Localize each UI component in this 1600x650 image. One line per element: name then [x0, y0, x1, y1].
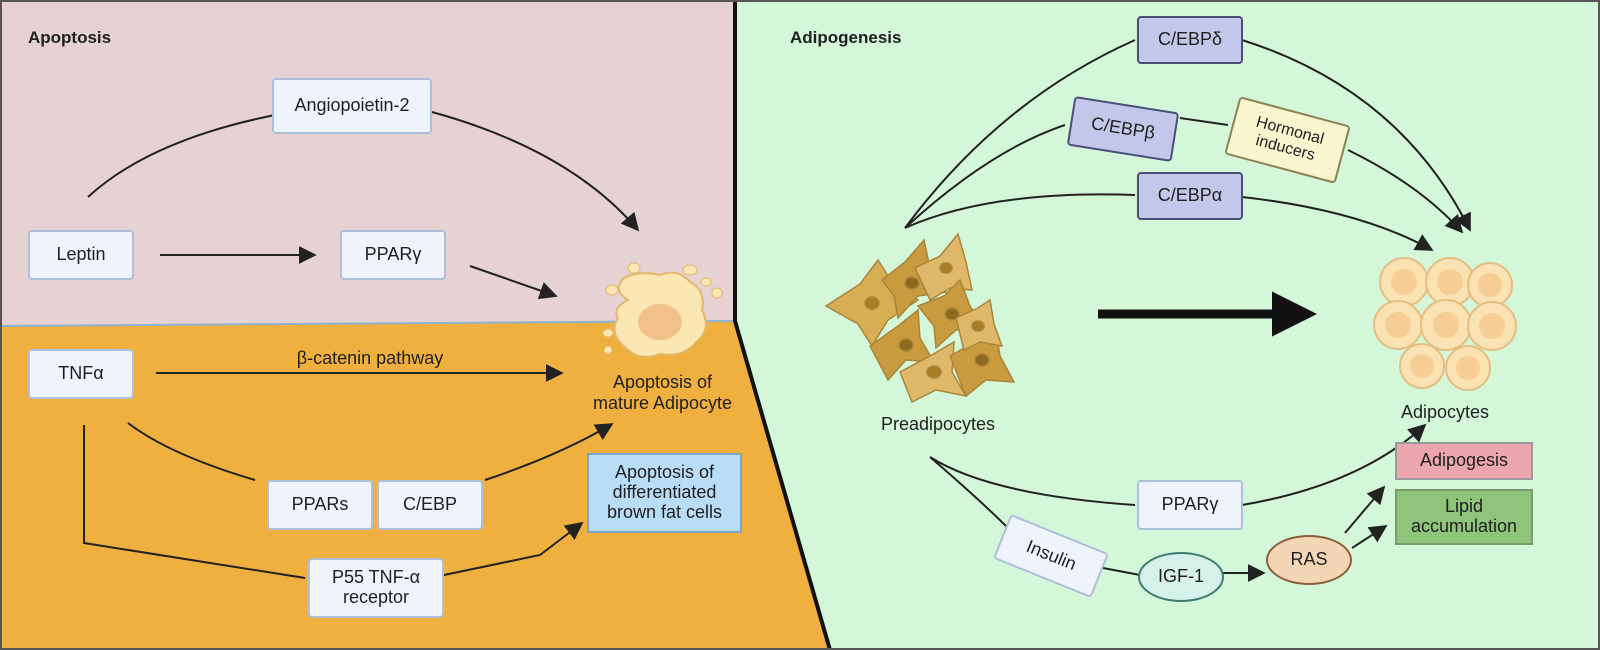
- igf-1-node: IGF-1: [1138, 552, 1224, 602]
- lipid-accumulation-box: Lipid accumulation: [1395, 489, 1533, 545]
- adipocytes-cells-icon: [1373, 257, 1517, 391]
- apoptosis-mature-adipocyte-label: Apoptosis of mature Adipocyte: [592, 372, 733, 413]
- panel-divider-line: [733, 0, 832, 650]
- beta-catenin-pathway-label: β-catenin pathway: [296, 348, 444, 368]
- angiopoietin-2-node: Angiopoietin-2: [272, 78, 432, 134]
- ppar-gamma-apoptosis-node: PPARγ: [340, 230, 446, 280]
- preadipocytes-label: Preadipocytes: [880, 414, 996, 434]
- apoptotic-adipocyte-icon: [602, 262, 723, 358]
- line-cebp-beta-to-hormonal: [1179, 117, 1229, 126]
- arrow-cebp-alpha-to-adipocytes: [1241, 196, 1434, 251]
- cebp-alpha-node: C/EBPα: [1137, 172, 1243, 220]
- line-pre-to-insulin: [929, 456, 1011, 531]
- arrow-ras-to-lipid: [1351, 525, 1388, 549]
- arrow-tnf-to-ppars: [127, 422, 256, 481]
- ppars-node: PPARs: [267, 480, 373, 530]
- adipocytes-label: Adipocytes: [1400, 402, 1490, 422]
- apoptosis-title: Apoptosis: [28, 28, 112, 47]
- arrow-angiopoietin-to-apoptosis: [431, 111, 640, 232]
- arrow-cebp-delta-to-adipocytes: [1241, 39, 1471, 232]
- arrow-ras-to-adipogesis: [1344, 485, 1386, 534]
- tnf-alpha-node: TNFα: [28, 349, 134, 399]
- adipogesis-box: Adipogesis: [1395, 442, 1533, 480]
- ras-node: RAS: [1266, 535, 1352, 585]
- arrow-ppar-lower-to-adipocytes: [1241, 423, 1427, 506]
- arrow-pre-cebp-alpha-left: [904, 193, 1136, 229]
- apoptosis-band-divider: [0, 320, 736, 327]
- arrow-p55-to-brown: [443, 521, 584, 576]
- preadipocytes-cells-icon: [824, 232, 1016, 404]
- arrow-pre-to-ppar-lower: [929, 456, 1136, 506]
- cebp-delta-node: C/EBPδ: [1137, 16, 1243, 64]
- arrow-hormonal-to-adipocytes: [1347, 149, 1464, 234]
- c-ebp-node: C/EBP: [377, 480, 483, 530]
- arrow-angiopoietin-curve-left: [87, 114, 276, 198]
- apoptosis-brown-fat-box: Apoptosis of differentiated brown fat ce…: [587, 453, 742, 533]
- arrow-tnf-to-p55: [83, 425, 306, 579]
- ppar-gamma-adipogenesis-node: PPARγ: [1137, 480, 1243, 530]
- adipogenesis-title: Adipogenesis: [790, 28, 902, 47]
- leptin-node: Leptin: [28, 230, 134, 280]
- p55-tnf-receptor-node: P55 TNF-α receptor: [308, 558, 444, 618]
- line-insulin-to-igf: [1102, 567, 1141, 576]
- arrow-cebp-to-apoptosis: [484, 423, 614, 481]
- arrow-pre-cebp-delta-left: [904, 39, 1136, 229]
- arrow-ppar-to-apoptosis: [469, 265, 558, 300]
- arrow-pre-cebp-beta-left: [904, 124, 1066, 229]
